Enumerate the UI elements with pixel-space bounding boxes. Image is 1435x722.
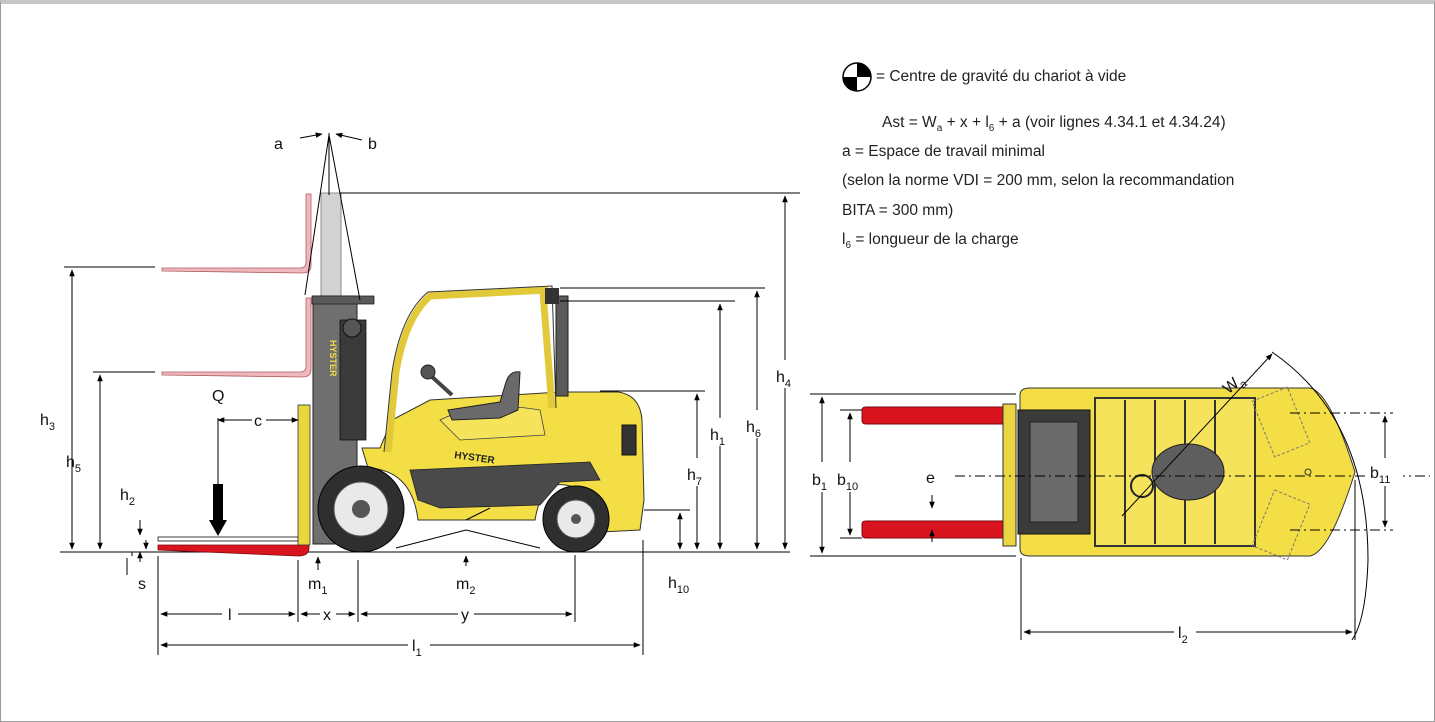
legend-cg-text: = Centre de gravité du chariot à vide [876,68,1127,85]
label-m2: m2 [456,576,475,597]
label-h5: h5 [66,454,81,475]
label-s: s [138,576,146,593]
top-fork-lower [861,520,1005,539]
operator-seat [420,364,521,421]
label-l: l [228,607,232,624]
label-l2: l2 [1178,625,1188,646]
left-dimensions [64,266,155,575]
turning-radius-arc [1271,351,1369,641]
label-q: Q [212,388,224,405]
label-h6: h6 [746,419,761,440]
length-dimensions [157,540,644,655]
top-fork-carriage [1002,403,1017,547]
label-b11: b11 [1370,465,1390,486]
label-h3: h3 [40,412,55,433]
overhead-guard [384,286,556,453]
roof-handle [545,288,559,304]
top-steering-wheel [1130,474,1154,498]
front-wheel [317,465,405,553]
rear-wheel [542,485,610,553]
label-l1: l1 [412,638,422,659]
counterweight [409,461,601,509]
legend-a-definition: a = Espace de travail minimal [842,143,1045,160]
legend-l6-definition: l6 = longueur de la charge [842,231,1019,252]
label-y: y [461,607,469,624]
label-b1: b1 [812,472,827,493]
label-h10: h10 [668,575,689,596]
label-e: e [926,470,935,487]
fork-tip-lower [157,536,299,542]
legend-bita-note: BITA = 300 mm) [842,202,954,219]
fork-carriage [297,404,311,546]
side-view: HYSTER HYSTER [40,132,800,660]
top-view: Wa b1 b10 e b11 l2 [810,351,1430,648]
center-of-gravity-icon [842,62,872,92]
fork [157,409,310,557]
tilt-angles [299,132,363,301]
label-h2: h2 [120,487,135,508]
rear-light [621,424,637,456]
label-h4: h4 [776,369,791,390]
load-arrow [209,484,227,536]
label-b: b [368,136,377,153]
label-a: a [274,136,283,153]
mast-crossbar [311,295,375,305]
label-b10: b10 [837,472,858,493]
label-h1: h1 [710,427,725,448]
legend-vdi-note: (selon la norme VDI = 200 mm, selon la r… [842,172,1235,189]
lift-cylinder [339,319,367,441]
rear-guard-post [555,295,569,397]
mast-extension [320,192,342,297]
raised-forks [161,193,312,378]
mast-brand: HYSTER [328,340,338,377]
top-fork-upper [861,406,1005,425]
label-h7: h7 [687,467,702,488]
label-c: c [254,413,262,430]
legend-ast-formula: Ast = Wa + x + l6 + a (voir lignes 4.34.… [882,114,1226,135]
label-m1: m1 [308,576,327,597]
lift-chain-wheel [342,318,362,338]
label-x: x [323,607,331,624]
